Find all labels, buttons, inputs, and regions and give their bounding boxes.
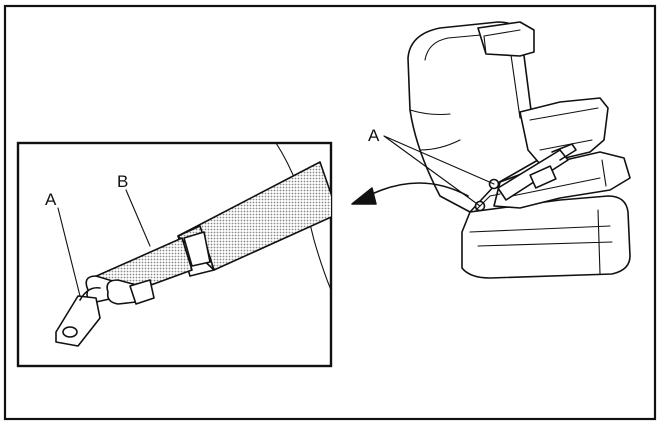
seat-callout-leaders — [383, 135, 495, 207]
inset-callout-a: A — [45, 190, 57, 209]
inset-callout-b: B — [117, 172, 128, 191]
inset-callout-leaders — [57, 189, 151, 297]
curved-arrow — [351, 182, 469, 205]
child-seat-drawing — [407, 21, 631, 279]
headrest — [477, 21, 535, 57]
armrest — [519, 97, 609, 165]
seat-base — [461, 195, 631, 279]
seat-callout-a: A — [368, 126, 380, 145]
seat-cushion — [493, 151, 631, 209]
inset-detail-drawing — [55, 143, 331, 347]
